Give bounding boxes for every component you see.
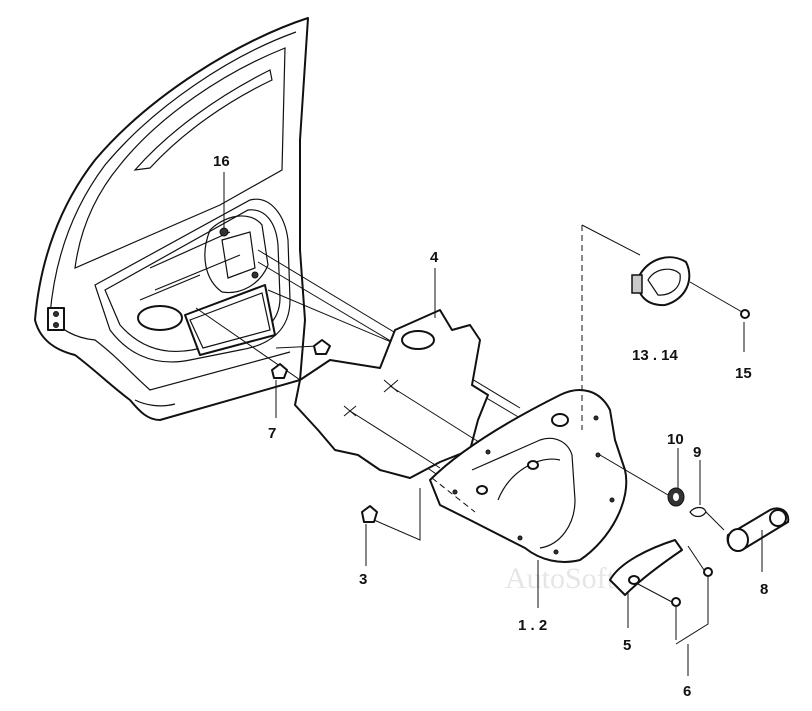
waterproof-film-part-4	[294, 309, 489, 479]
label-7: 7	[268, 425, 276, 442]
label-4: 4	[430, 249, 439, 266]
label-10: 10	[667, 431, 684, 448]
label-leaders	[223, 172, 763, 676]
label-15: 15	[735, 365, 752, 382]
inside-handle-part-13-14	[631, 256, 743, 313]
label-9: 9	[693, 444, 701, 461]
dashed-leader-panel	[431, 477, 476, 513]
screw-part-6	[637, 545, 713, 645]
pull-handle-part-5	[609, 539, 683, 596]
label-13-14: 13 . 14	[632, 347, 679, 364]
watermark: AutoSoft	[505, 562, 616, 595]
label-3: 3	[359, 571, 367, 588]
screw-part-15	[740, 309, 750, 319]
clip-part-3	[361, 488, 421, 541]
label-1-2: 1 . 2	[518, 617, 547, 634]
leader-13-14-top	[581, 224, 641, 256]
spring-clip-part-9	[689, 506, 707, 518]
escutcheon-part-10	[599, 454, 685, 507]
rear-door-frame	[34, 17, 309, 421]
nut-part-7	[271, 339, 331, 379]
label-16: 16	[213, 153, 230, 170]
label-6: 6	[683, 683, 691, 700]
window-crank-part-8	[705, 507, 790, 552]
label-5: 5	[623, 637, 631, 654]
label-8: 8	[760, 581, 768, 598]
door-trim-panel-part-1-2	[429, 389, 628, 563]
